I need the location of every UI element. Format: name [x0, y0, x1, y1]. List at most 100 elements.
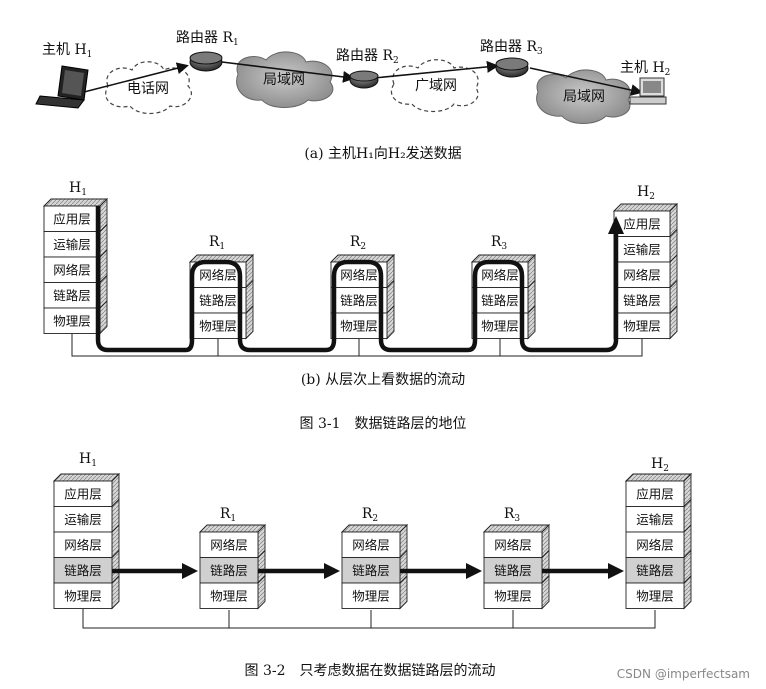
layer-label: 物理层	[636, 588, 674, 603]
router2-label: 路由器 R2	[336, 48, 399, 66]
layer-label: 网络层	[481, 267, 519, 282]
layer-box	[189, 312, 247, 339]
layer-label: 链路层	[340, 293, 378, 308]
layer-box	[53, 506, 113, 533]
layer-label: 物理层	[340, 318, 378, 333]
layer-box	[483, 582, 543, 609]
arrow-right-icon	[608, 563, 624, 579]
router3-label: 路由器 R3	[480, 39, 543, 57]
layer-box	[53, 480, 113, 507]
layer-label: 链路层	[64, 563, 102, 578]
watermark: CSDN @imperfectsam	[617, 667, 750, 681]
layer-label: 物理层	[64, 588, 102, 603]
router-label-3-2-2: R2	[362, 506, 378, 524]
layer-box	[613, 210, 671, 237]
layer-label: 链路层	[53, 288, 91, 303]
layer-label: 物理层	[352, 588, 390, 603]
layer-label: 物理层	[53, 313, 91, 328]
arrow-right-icon	[324, 563, 340, 579]
layer-box	[43, 231, 101, 258]
layer-label: 物理层	[494, 588, 532, 603]
caption-a: (a) 主机H₁向H₂发送数据	[304, 146, 461, 162]
layer-label: 网络层	[494, 537, 532, 552]
layer-box	[471, 287, 529, 314]
layer-label: 网络层	[340, 267, 378, 282]
layer-label: 运输层	[53, 237, 91, 252]
layer-label: 网络层	[352, 537, 390, 552]
layer-box	[53, 582, 113, 609]
host2-label: 主机 H2	[620, 60, 670, 78]
h2-label-3-2: H2	[651, 456, 669, 474]
lan1-label: 局域网	[263, 72, 305, 88]
phone-network-label: 电话网	[127, 81, 169, 97]
layer-label: 网络层	[53, 262, 91, 277]
layer-label: 运输层	[623, 242, 661, 257]
layer-label: 运输层	[64, 512, 102, 527]
layer-label: 链路层	[623, 293, 661, 308]
layer-box	[483, 531, 543, 558]
layer-box	[625, 582, 685, 609]
layer-label: 应用层	[636, 486, 674, 501]
layer-label: 应用层	[623, 216, 661, 231]
layer-box	[330, 312, 388, 339]
lan2-cloud: 局域网	[536, 69, 631, 124]
arrow-right-icon	[182, 563, 198, 579]
wan-label: 广域网	[415, 78, 457, 94]
router-label-3-2-3: R3	[504, 506, 521, 524]
router-label-3: R3	[491, 234, 508, 252]
layer-box	[43, 256, 101, 283]
layer-box	[43, 282, 101, 309]
layer-label: 网络层	[199, 267, 237, 282]
layer-box	[341, 531, 401, 558]
layer-box	[341, 582, 401, 609]
layer-label: 物理层	[199, 318, 237, 333]
layer-label: 链路层	[352, 563, 390, 578]
layer-box	[625, 557, 685, 584]
router-icon	[189, 51, 223, 72]
h2-label: H2	[637, 184, 655, 202]
router-label-1: R1	[209, 234, 225, 252]
layer-label: 链路层	[636, 563, 674, 578]
router1-label: 路由器 R1	[176, 30, 239, 48]
router-icon	[349, 70, 379, 89]
layer-label: 物理层	[623, 318, 661, 333]
figure-3-2-title: 图 3-2 只考虑数据在数据链路层的流动	[245, 663, 496, 679]
layer-label: 应用层	[53, 211, 91, 226]
lan1-cloud: 局域网	[236, 51, 334, 108]
caption-b: (b) 从层次上看数据的流动	[301, 372, 465, 388]
h1-label-3-2: H1	[79, 451, 97, 469]
layer-label: 链路层	[210, 563, 248, 578]
layer-box	[199, 557, 259, 584]
layer-label: 应用层	[64, 486, 102, 501]
router-label-2: R2	[350, 234, 366, 252]
desktop-computer-icon	[629, 77, 667, 105]
data-flow-path	[95, 206, 619, 353]
layer-label: 网络层	[64, 537, 102, 552]
layer-box	[613, 312, 671, 339]
lan2-label: 局域网	[563, 89, 605, 105]
router-icon	[495, 57, 529, 78]
arrow-up-icon	[608, 216, 624, 234]
layer-label: 网络层	[636, 537, 674, 552]
arrow-right-icon	[466, 563, 482, 579]
layer-label: 网络层	[623, 267, 661, 282]
layer-label: 物理层	[210, 588, 248, 603]
layer-label: 物理层	[481, 318, 519, 333]
layer-box	[341, 557, 401, 584]
figure-3-1-title: 图 3-1 数据链路层的地位	[300, 416, 467, 432]
layer-label: 运输层	[636, 512, 674, 527]
laptop-icon	[35, 65, 89, 109]
router-label-3-2-1: R1	[220, 506, 236, 524]
